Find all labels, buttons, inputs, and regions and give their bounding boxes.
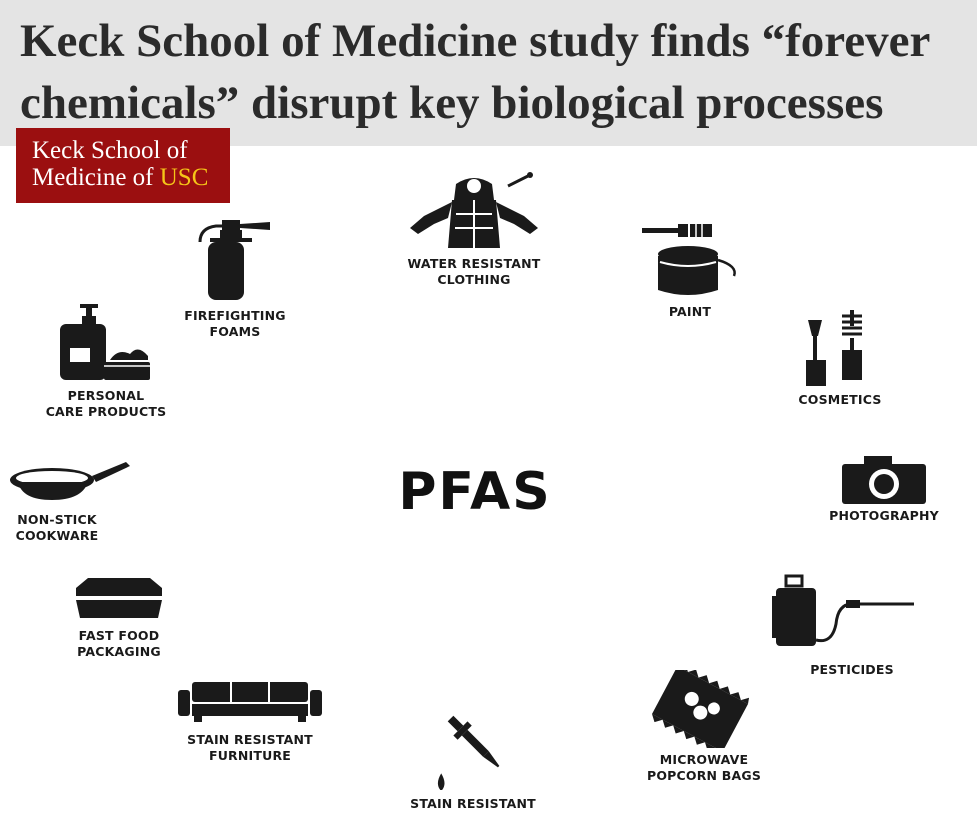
- paint-can-icon: [642, 224, 736, 295]
- source-pesticides: PESTICIDES: [772, 574, 916, 677]
- source-water-resistant-clothing: WATER RESISTANT CLOTHING: [404, 172, 544, 287]
- source-stain-resistant: STAIN RESISTANT: [410, 714, 536, 811]
- dropper-icon: [437, 715, 500, 790]
- label-photography: PHOTOGRAPHY: [829, 508, 939, 523]
- sprayer-icon: [772, 574, 914, 646]
- label-personal-care-products: PERSONAL CARE PRODUCTS: [45, 388, 167, 419]
- usc-logo: Keck School of Medicine of USC: [16, 128, 230, 203]
- mascara-icon: [806, 310, 862, 386]
- label-non-stick-cookware: NON-STICK COOKWARE: [15, 512, 99, 543]
- popcorn-bag-icon: [652, 670, 750, 748]
- sofa-icon: [178, 682, 322, 722]
- label-pesticides: PESTICIDES: [810, 662, 894, 677]
- label-firefighting-foams: FIREFIGHTING FOAMS: [184, 308, 286, 339]
- center-label: PFAS: [398, 462, 552, 522]
- label-water-resistant-clothing: WATER RESISTANT CLOTHING: [407, 256, 541, 287]
- source-personal-care-products: PERSONAL CARE PRODUCTS: [46, 304, 166, 419]
- food-box-icon: [76, 578, 162, 618]
- frying-pan-icon: [10, 462, 130, 500]
- headline: Keck School of Medicine study finds “for…: [20, 15, 931, 129]
- label-stain-resistant: STAIN RESISTANT: [410, 796, 536, 811]
- source-photography: PHOTOGRAPHY: [829, 456, 939, 523]
- fire-extinguisher-icon: [198, 220, 270, 300]
- label-paint: PAINT: [668, 304, 712, 319]
- label-microwave-popcorn-bags: MICROWAVE POPCORN BAGS: [646, 752, 762, 783]
- label-fast-food-packaging: FAST FOOD PACKAGING: [77, 628, 161, 659]
- logo-usc: USC: [159, 164, 209, 191]
- jacket-icon: [410, 172, 538, 248]
- source-microwave-popcorn-bags: MICROWAVE POPCORN BAGS: [640, 670, 761, 783]
- label-cosmetics: COSMETICS: [798, 392, 882, 407]
- source-firefighting-foams: FIREFIGHTING FOAMS: [184, 220, 286, 339]
- logo-line-2: Medicine of USC: [32, 164, 230, 191]
- camera-icon: [842, 456, 926, 504]
- source-non-stick-cookware: NON-STICK COOKWARE: [8, 460, 132, 543]
- source-paint: PAINT: [640, 222, 740, 319]
- logo-line-1: Keck School of: [32, 137, 188, 164]
- pfas-diagram: PFAS WATER RESISTANT CLOTHING: [0, 146, 977, 824]
- label-stain-resistant-furniture: STAIN RESISTANT FURNITURE: [187, 732, 313, 763]
- source-stain-resistant-furniture: STAIN RESISTANT FURNITURE: [178, 680, 322, 763]
- lotion-bottle-icon: [60, 304, 150, 380]
- header-banner: Keck School of Medicine study finds “for…: [0, 0, 977, 146]
- logo-line-2-prefix: Medicine of: [32, 164, 160, 191]
- source-fast-food-packaging: FAST FOOD PACKAGING: [72, 576, 166, 659]
- source-cosmetics: COSMETICS: [798, 310, 881, 407]
